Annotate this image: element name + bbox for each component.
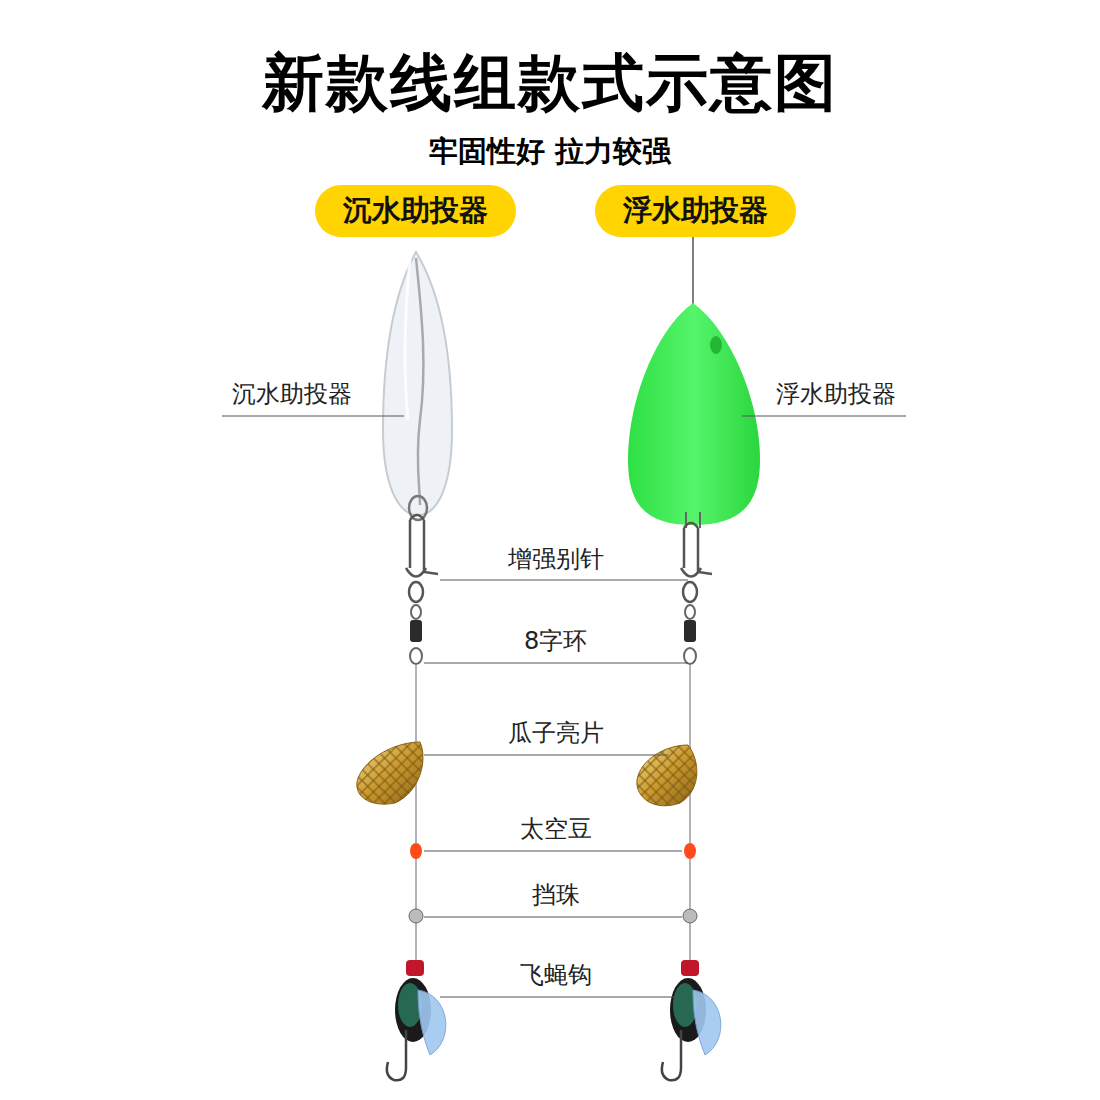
part-label: 飞蝇钩 — [520, 959, 592, 991]
badge-pill: 沉水助投器 — [315, 185, 516, 237]
badge-text: 浮水助投器 — [623, 193, 768, 227]
diagram-title: 新款线组款式示意图 — [262, 41, 838, 125]
part-label: 挡珠 — [532, 879, 580, 911]
part-label: 8字环 — [524, 625, 587, 657]
badge-pill: 浮水助投器 — [595, 185, 796, 237]
part-label: 增强别针 — [508, 543, 604, 575]
part-label: 太空豆 — [520, 813, 592, 845]
part-label: 沉水助投器 — [232, 378, 352, 410]
subtitle: 牢固性好 拉力较强 — [429, 132, 671, 172]
part-label: 瓜子亮片 — [508, 717, 604, 749]
badge-text: 沉水助投器 — [343, 193, 488, 227]
part-label: 浮水助投器 — [776, 378, 896, 410]
